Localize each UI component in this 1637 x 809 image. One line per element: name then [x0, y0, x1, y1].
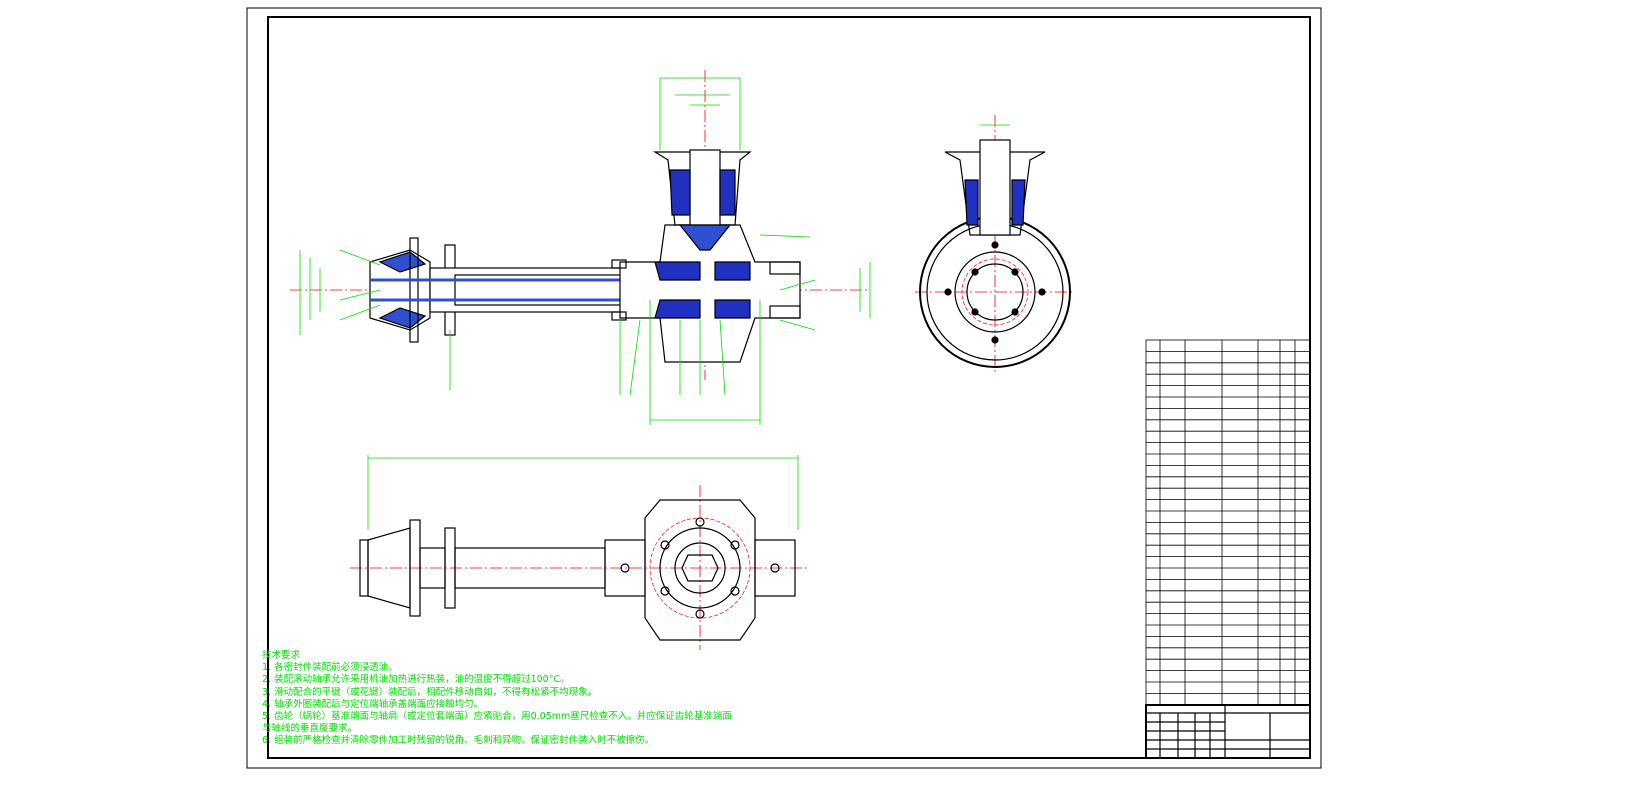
- outer-border: [246, 7, 1322, 769]
- requirement-line: 5. 齿轮（蜗轮）基准端面与轴肩（或定位套端面）应紧贴合，用0.05mm塞尺检查…: [262, 711, 732, 723]
- parts-list-table: [1145, 339, 1311, 706]
- requirement-line: 4. 轴承外圈装配后与定位端轴承盖端面应接触均匀。: [262, 698, 484, 710]
- requirement-line: 6. 组装前严格检查并清除零件加工时残留的锐角、毛刺和异物。保证密封件装入时不被…: [262, 735, 655, 747]
- requirement-line: 3. 滑动配合的平键（或花键）装配后，相配件移动自如，不得有松紧不均现象。: [262, 686, 598, 698]
- front-section-view: [290, 70, 870, 380]
- technical-requirements: 技术要求 1. 各密封件装配前必须浸透油。 2. 装配滚动轴承允许采用机油加热进…: [262, 650, 732, 748]
- requirement-line: 与轴线的垂直度要求。: [262, 723, 358, 735]
- title-block: [1145, 704, 1311, 759]
- side-view: [915, 115, 1075, 375]
- requirement-line: 2. 装配滚动轴承允许采用机油加热进行热装，油的温度不得超过100°C。: [262, 674, 570, 686]
- top-view: [350, 455, 810, 650]
- front-view-dimensions: [299, 77, 871, 425]
- requirement-line: 1. 各密封件装配前必须浸透油。: [262, 662, 398, 674]
- requirements-title: 技术要求: [262, 650, 301, 661]
- inner-border: [267, 16, 1311, 759]
